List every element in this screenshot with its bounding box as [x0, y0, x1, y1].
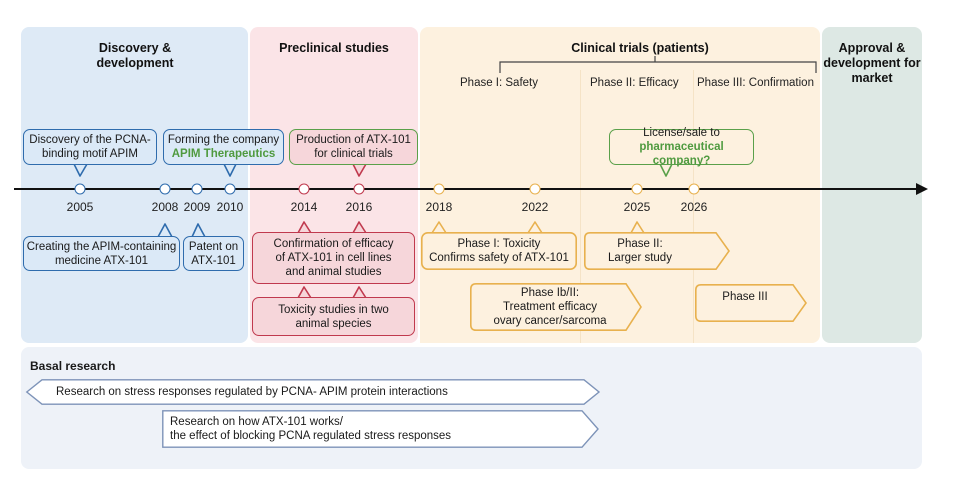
trial-text: Treatment efficacy	[503, 301, 597, 313]
phase1-label: Phase I: Safety	[460, 77, 538, 89]
event-text: medicine ATX-101	[54, 254, 149, 267]
event-discovery-motif: Discovery of the PCNA- binding motif API…	[23, 129, 157, 165]
mechanism-text: Research on how ATX-101 works/	[170, 416, 344, 428]
event-patent: Patent on ATX-101	[183, 236, 244, 271]
year-dot-2010	[224, 183, 236, 195]
event-efficacy: Confirmation of efficacy of ATX-101 in c…	[252, 232, 415, 284]
year-label: 2010	[216, 200, 244, 214]
year-label: 2016	[345, 200, 373, 214]
event-text: of ATX-101 in cell lines	[275, 252, 392, 264]
trial-phase2: Phase II: Larger study	[584, 232, 730, 270]
clinical-bracket	[499, 56, 817, 73]
year-dot-2008	[159, 183, 171, 195]
event-text: Discovery of the PCNA-	[29, 134, 151, 146]
event-forming-company: Forming the company APIM Therapeutics	[163, 129, 284, 165]
basal-research-panel	[21, 347, 922, 469]
year-label: 2018	[425, 200, 453, 214]
trial-phase3: Phase III	[695, 284, 807, 322]
year-dot-2025	[631, 183, 643, 195]
pharma-company: pharmaceutical company?	[639, 141, 724, 167]
event-text: License/sale to	[643, 127, 720, 139]
year-dot-2016	[353, 183, 365, 195]
atx-mechanism-arrow: Research on how ATX-101 works/ the effec…	[162, 410, 599, 448]
event-text: Patent on	[188, 240, 239, 253]
phase3-label: Phase III: Confirmation	[697, 77, 814, 89]
year-dot-2005	[74, 183, 86, 195]
event-text: animal species	[295, 317, 372, 330]
mechanism-text: the effect of blocking PCNA regulated st…	[170, 430, 452, 442]
event-production: Production of ATX-101 for clinical trial…	[289, 129, 418, 165]
trial-text: Phase I: Toxicity	[457, 238, 541, 250]
event-text: and animal studies	[285, 266, 382, 278]
approval-header: Approval & development for market	[823, 41, 921, 85]
year-label: 2026	[680, 200, 708, 214]
event-license: License/sale to pharmaceutical company?	[609, 127, 754, 167]
trial-text: Phase Ib/II:	[520, 287, 580, 299]
discovery-header: Discovery & development	[96, 41, 174, 70]
year-dot-2014	[298, 183, 310, 195]
basal-research-title: Basal research	[30, 359, 116, 373]
event-text: Creating the APIM-containing	[26, 240, 177, 253]
event-text: Production of ATX-101	[296, 134, 411, 146]
stress-research-arrow: Research on stress responses regulated b…	[25, 379, 601, 405]
clinical-header: Clinical trials (patients)	[571, 41, 709, 55]
year-label: 2022	[521, 200, 549, 214]
event-text: Toxicity studies in two	[278, 303, 389, 316]
year-dot-2018	[433, 183, 445, 195]
event-text: ATX-101	[191, 254, 236, 267]
year-label: 2025	[623, 200, 651, 214]
trial-text: Phase II:	[617, 238, 663, 250]
phase2-label: Phase II: Efficacy	[590, 77, 679, 89]
trial-text: Confirms safety of ATX-101	[429, 252, 569, 264]
event-medicine: Creating the APIM-containing medicine AT…	[23, 236, 180, 271]
trial-phase1b: Phase Ib/II: Treatment efficacy ovary ca…	[470, 283, 642, 331]
year-dot-2022	[529, 183, 541, 195]
year-label: 2014	[290, 200, 318, 214]
year-dot-2009	[191, 183, 203, 195]
preclinical-panel	[250, 27, 418, 343]
preclinical-header: Preclinical studies	[279, 41, 389, 55]
trial-text: Phase III	[722, 291, 768, 303]
year-label: 2008	[151, 200, 179, 214]
event-text: Confirmation of efficacy	[273, 238, 394, 250]
event-toxicity: Toxicity studies in two animal species	[252, 297, 415, 336]
year-label: 2009	[183, 200, 211, 214]
stress-research-text: Research on stress responses regulated b…	[56, 386, 448, 398]
approval-panel	[822, 27, 922, 343]
event-text: for clinical trials	[314, 148, 393, 160]
company-name: APIM Therapeutics	[171, 148, 276, 160]
trial-text: Larger study	[608, 252, 672, 264]
event-text: binding motif APIM	[42, 148, 138, 160]
year-dot-2026	[688, 183, 700, 195]
event-text: Forming the company	[167, 134, 280, 146]
discovery-panel	[21, 27, 248, 343]
trial-text: ovary cancer/sarcoma	[493, 315, 607, 327]
year-label: 2005	[66, 200, 94, 214]
trial-phase1-toxicity: Phase I: Toxicity Confirms safety of ATX…	[421, 232, 577, 271]
